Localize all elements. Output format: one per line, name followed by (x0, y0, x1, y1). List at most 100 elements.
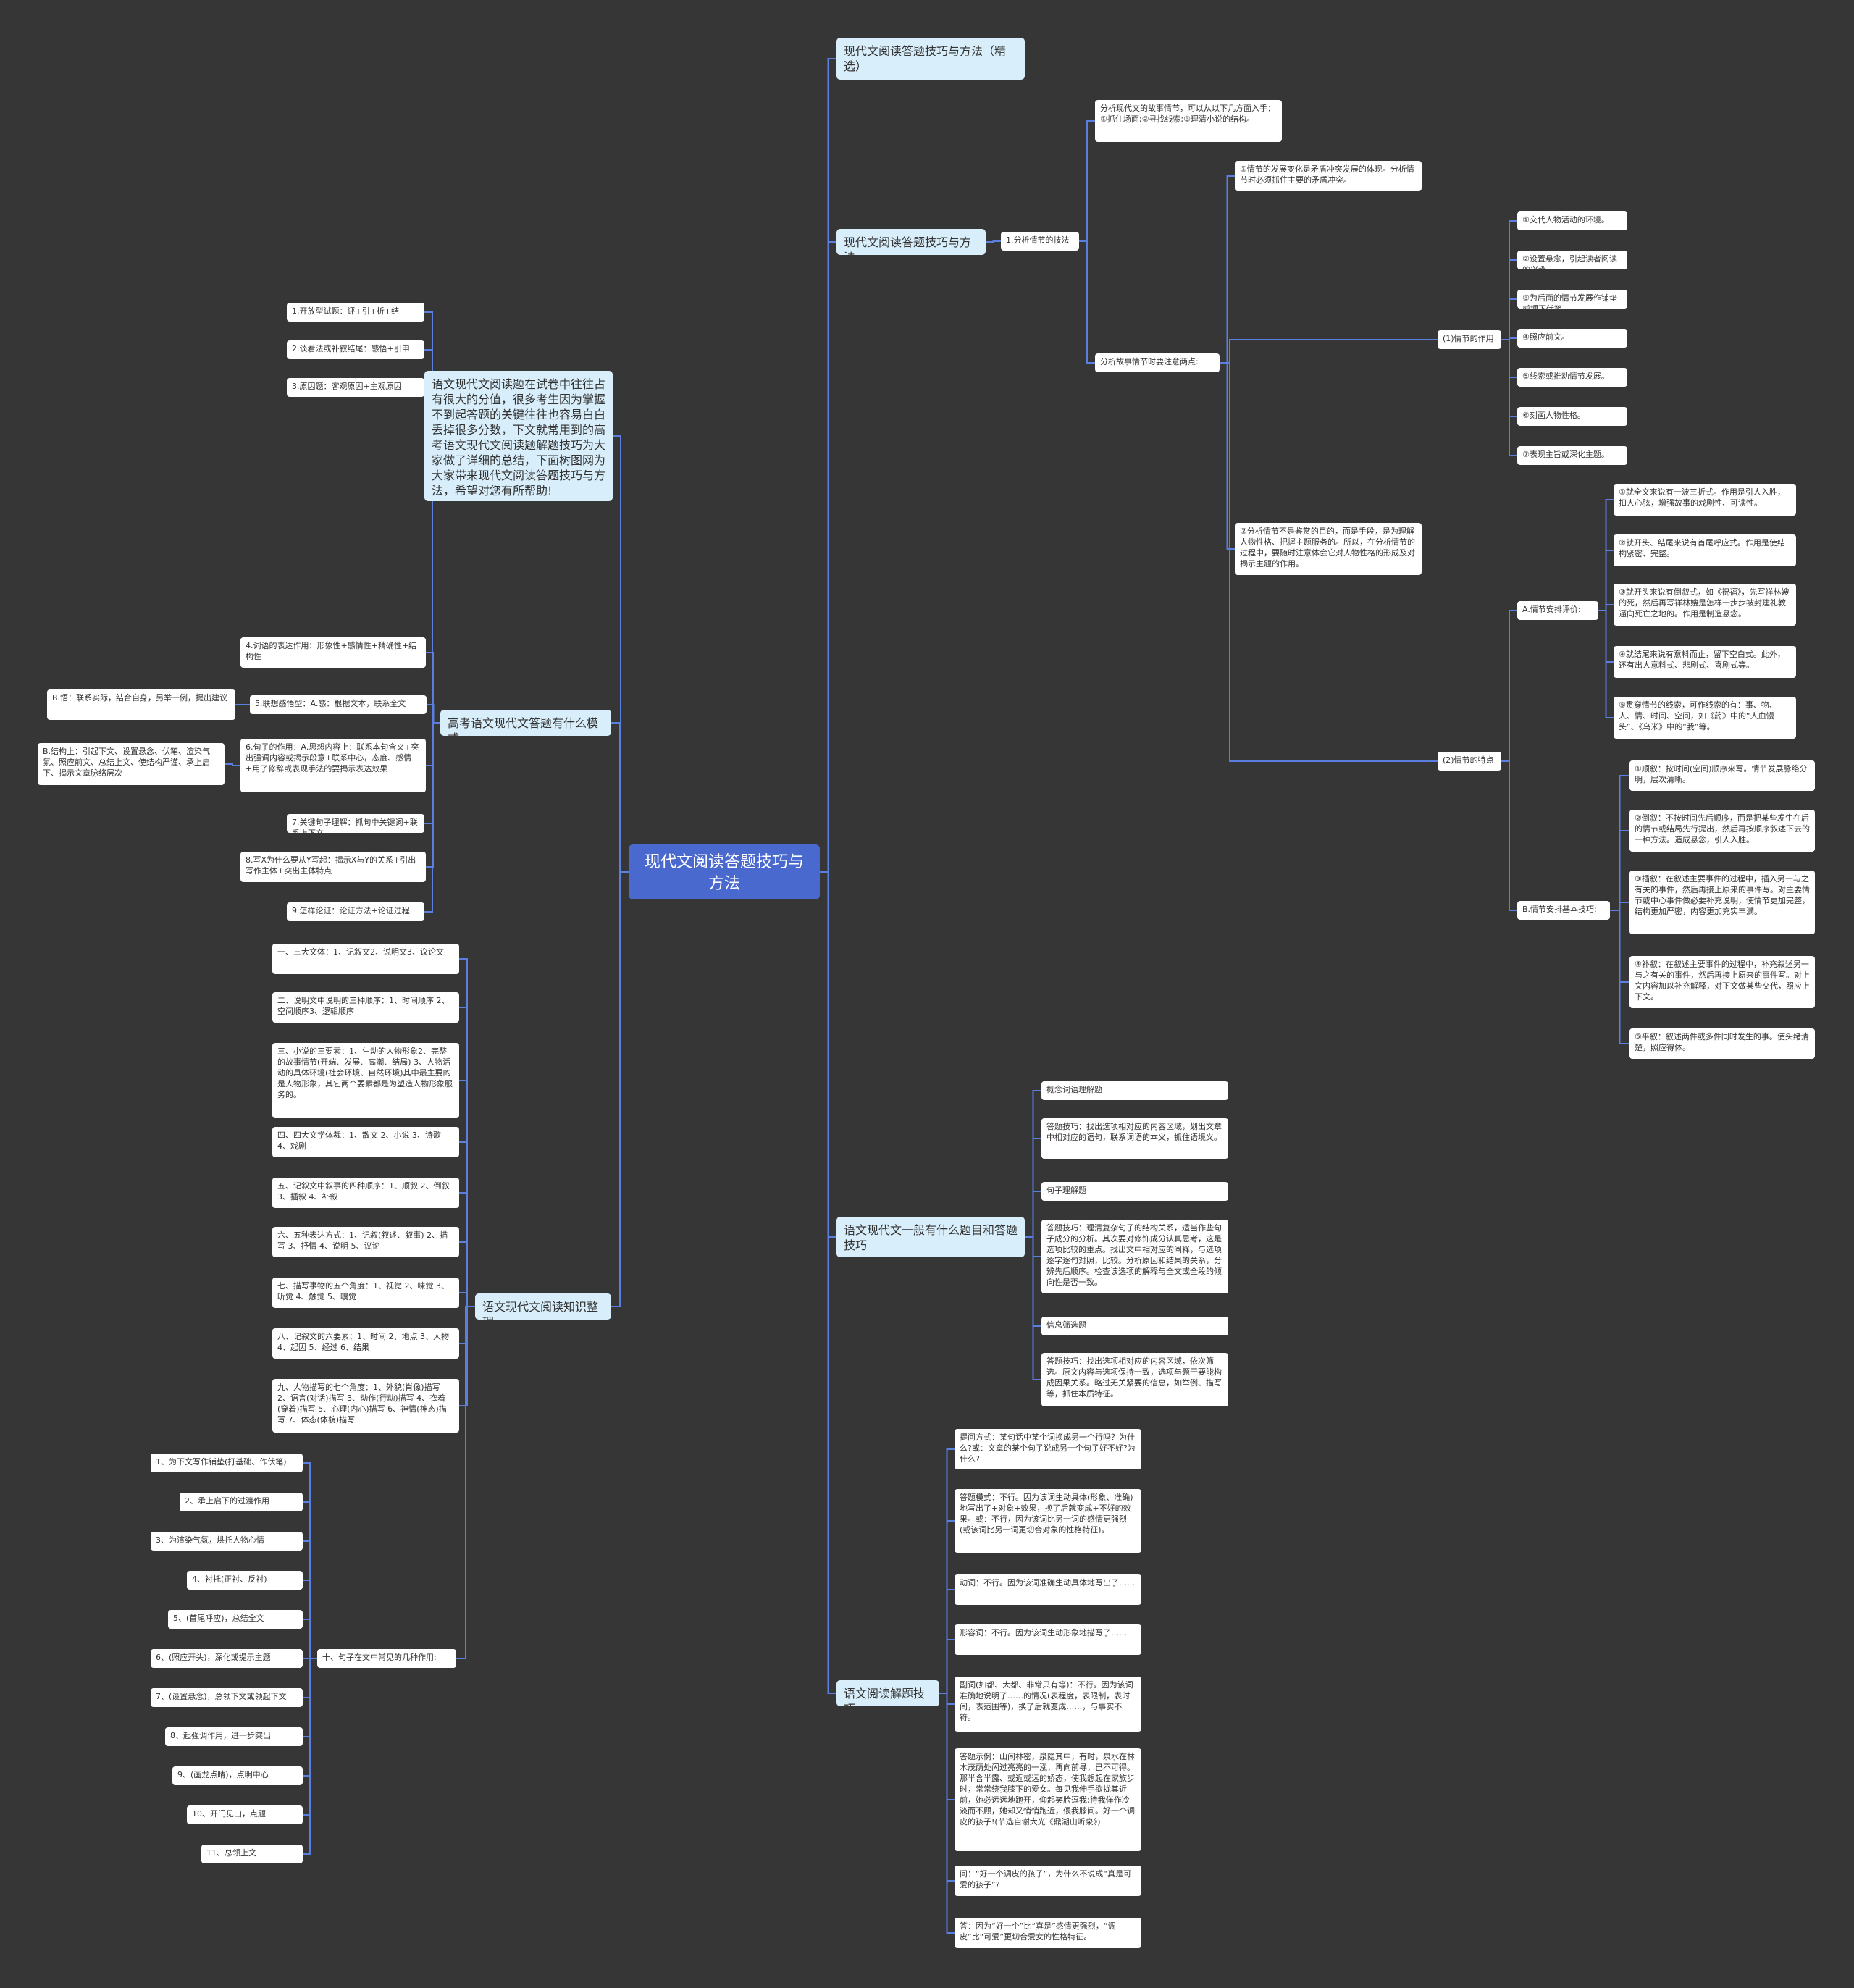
connector (939, 1693, 955, 1934)
zuoyong-item[interactable]: 9、(画龙点睛)，点明中心 (172, 1766, 303, 1785)
jiqiao-item[interactable]: ②倒叙：不按时间先后顺序，而是把某些发生在后的情节或结局先行提出，然后再按顺序叙… (1629, 810, 1815, 852)
branch-dati-moshi[interactable]: 高考语文现代文答题有什么模式 (440, 710, 611, 736)
connector (1501, 298, 1517, 340)
moshi-item[interactable]: 5.联想感悟型：A.感：根据文本，联系全文 (250, 695, 427, 714)
connector (303, 1658, 317, 1855)
zuoyong-item[interactable]: 8、起强调作用，进一步突出 (165, 1727, 303, 1746)
timu-item[interactable]: 答题技巧：找出选项相对应的内容区域，划出文章中相对应的语句，联系词语的本义，抓住… (1041, 1118, 1228, 1159)
jiqiao-item[interactable]: ③插叙：在叙述主要事件的过程中，插入另一与之有关的事件，然后再接上原来的事件写。… (1629, 871, 1815, 934)
moshi-item[interactable]: 1.开放型试题：评+引+析+结 (287, 303, 424, 322)
jiqiao-item[interactable]: ①顺叙：按时间(空间)顺序来写。情节发展脉络分明，层次清晰。 (1629, 760, 1815, 791)
moshi-item[interactable]: 9.怎样论证：论证方法+论证过程 (287, 902, 424, 921)
jieti-item[interactable]: 答题模式：不行。因为该词生动具体(形象、准确)地写出了+对象+效果，换了后就变成… (955, 1489, 1141, 1553)
timu-item[interactable]: 答题技巧：找出选项相对应的内容区域，依次筛选。原文内容与选项保持一致，选项与题干… (1041, 1353, 1228, 1406)
connector (1610, 830, 1629, 911)
branch-jiqiao-fangfa[interactable]: 现代文阅读答题技巧与方法 (836, 229, 986, 255)
node-qingjie-jifa[interactable]: 1.分析情节的技法 (1001, 232, 1079, 251)
pingjia-item[interactable]: ②就开头、结尾来说有首尾呼应式。作用是使结构紧密、完整。 (1614, 534, 1796, 566)
connector (459, 1292, 475, 1307)
role-item[interactable]: ⑦表现主旨或深化主题。 (1517, 446, 1627, 465)
zhishi-item[interactable]: 四、四大文学体裁：1、散文 2、小说 3、诗歌 4、戏剧 (272, 1127, 459, 1157)
zuoyong-item[interactable]: 2、承上启下的过渡作用 (180, 1493, 303, 1511)
node-zhuyi-liangdian[interactable]: 分析故事情节时要注意两点: (1095, 353, 1220, 372)
node-anpai-pingjia[interactable]: A.情节安排评价: (1517, 601, 1598, 620)
timu-item[interactable]: 概念词语理解题 (1041, 1081, 1228, 1100)
timu-item[interactable]: 句子理解题 (1041, 1182, 1228, 1201)
role-item[interactable]: ①交代人物活动的环境。 (1517, 211, 1627, 230)
timu-item[interactable]: 信息筛选题 (1041, 1317, 1228, 1335)
connector (611, 871, 629, 1307)
branch-jingxuan[interactable]: 现代文阅读答题技巧与方法（精选） (836, 38, 1025, 80)
zuoyong-item[interactable]: 4、衬托(正衬、反衬) (187, 1571, 303, 1590)
jieti-item[interactable]: 副词(如都、大都、非常只有等)：不行。因为该词准确地说明了……的情况(表程度，表… (955, 1677, 1141, 1732)
zhishi-item[interactable]: 七、描写事物的五个角度：1、视觉 2、味觉 3、听觉 4、触觉 5、嗅觉 (272, 1278, 459, 1308)
pingjia-item[interactable]: ⑤贯穿情节的线索，可作线索的有：事、物、人、情、时间、空间，如《药》中的“人血馒… (1614, 697, 1796, 739)
role-item[interactable]: ④照应前文。 (1517, 329, 1627, 348)
pingjia-item[interactable]: ④就结尾来说有意料而止，留下空白式。此外，还有出人意料式、悲剧式、喜剧式等。 (1614, 646, 1796, 678)
role-item[interactable]: ⑤线索或推动情节发展。 (1517, 368, 1627, 387)
connector (820, 241, 836, 873)
root-topic[interactable]: 现代文阅读答题技巧与方法 (629, 844, 820, 899)
zuoyong-item[interactable]: 10、开门见山，点题 (187, 1805, 303, 1824)
node-anpai-jiqiao[interactable]: B.情节安排基本技巧: (1517, 901, 1610, 920)
pingjia-item[interactable]: ①就全文来说有一波三折式。作用是引人入胜，扣人心弦，增强故事的戏剧性、可读性。 (1614, 484, 1796, 516)
connector (303, 1619, 317, 1659)
branch-zhishi-zhengli[interactable]: 语文现代文阅读知识整理 (475, 1293, 611, 1320)
connector (1610, 910, 1629, 1044)
connector (424, 722, 440, 913)
node-fenxi-fangmian[interactable]: 分析现代文的故事情节，可以从以下几方面入手：①抓住场面;②寻找线索;③理清小说的… (1095, 100, 1282, 142)
connector (456, 1306, 475, 1659)
branch-timu-jiqiao[interactable]: 语文现代文一般有什么题目和答题技巧 (836, 1217, 1025, 1257)
moshi-item[interactable]: 3.原因题：客观原因+主观原因 (287, 378, 424, 397)
node-point-1[interactable]: ①情节的发展变化是矛盾冲突发展的体现。分析情节时必须抓住主要的矛盾冲突。 (1235, 161, 1422, 191)
zhishi-item[interactable]: 三、小说的三要素：1、生动的人物形象2、完整的故事情节(开端、发展、高潮、结局)… (272, 1043, 459, 1118)
pingjia-item[interactable]: ③就开头来说有倒叙式，如《祝福》，先写祥林嫂的死，然后再写祥林嫂是怎样一步步被封… (1614, 584, 1796, 626)
jiqiao-item[interactable]: ⑤平叙：叙述两件或多件同时发生的事。使头绪清楚，照应得体。 (1629, 1028, 1815, 1059)
connector (1598, 604, 1614, 611)
jieti-item[interactable]: 问：“好一个调皮的孩子”，为什么不说成“真是可爱的孩子”? (955, 1866, 1141, 1896)
jieti-item[interactable]: 提问方式：某句话中某个词换成另一个行吗？为什么?或：文章的某个句子说成另一个句子… (955, 1429, 1141, 1469)
node-jiegou-shang[interactable]: B.结构上：引起下文、设置悬念、伏笔、渲染气氛、照应前文、总结上文、使结构严谨、… (38, 743, 225, 785)
zhishi-item[interactable]: 九、人物描写的七个角度：1、外貌(肖像)描写 2、语言(对话)描写 3、动作(行… (272, 1379, 459, 1433)
connector (1598, 610, 1614, 718)
zuoyong-item[interactable]: 3、为渲染气氛，烘托人物心情 (151, 1532, 303, 1551)
role-item[interactable]: ②设置悬念，引起读者阅读的兴趣。 (1517, 251, 1627, 269)
zuoyong-item[interactable]: 7、(设置悬念)，总领下文或领起下文 (151, 1688, 303, 1707)
moshi-item[interactable]: 7.关键句子理解：抓句中关键词+联系上下文 (287, 814, 424, 833)
jieti-item[interactable]: 动词：不行。因为该词准确生动具体地写出了…… (955, 1574, 1141, 1605)
jiqiao-item[interactable]: ④补叙：在叙述主要事件的过程中，补充叙述另一与之有关的事件，然后再接上原来的事件… (1629, 956, 1815, 1008)
connector (1079, 120, 1095, 242)
jieti-item[interactable]: 形容词：不行。因为该词生动形象地描写了…… (955, 1624, 1141, 1655)
moshi-item[interactable]: 4.词语的表达作用：形象性+感情性+精确性+结构性 (240, 637, 426, 668)
zhishi-item[interactable]: 十、句子在文中常见的几种作用: (317, 1649, 456, 1668)
zuoyong-item[interactable]: 1、为下文写作铺垫(打基础、作伏笔) (151, 1454, 303, 1472)
zhishi-item[interactable]: 六、五种表达方式：1、记叙(叙述、叙事) 2、描写 3、抒情 4、说明 5、议论 (272, 1227, 459, 1257)
role-item[interactable]: ③为后面的情节发展作铺垫或埋下伏笔。 (1517, 290, 1627, 309)
node-qingjie-tedian[interactable]: (2)情节的特点 (1438, 752, 1501, 771)
timu-item[interactable]: 答题技巧：理清复杂句子的结构关系，适当作些句子成分的分析。其次要对修饰成分认真思… (1041, 1220, 1228, 1293)
zuoyong-item[interactable]: 11、总领上文 (201, 1845, 303, 1863)
zhishi-item[interactable]: 一、三大文体：1、记叙文2、说明文3、议论文 (272, 944, 459, 974)
moshi-item[interactable]: 6.句子的作用：A.思想内容上：联系本句含义+突出强调内容或揭示段意+联系中心，… (240, 739, 426, 792)
role-item[interactable]: ⑥刻画人物性格。 (1517, 407, 1627, 426)
connector (1220, 362, 1438, 762)
zhishi-item[interactable]: 五、记叙文中叙事的四种顺序：1、顺叙 2、倒叙 3、插叙 4、补叙 (272, 1178, 459, 1208)
zuoyong-item[interactable]: 5、(首尾呼应)，总结全文 (168, 1610, 303, 1629)
zuoyong-item[interactable]: 6、(照应开头)，深化或提示主题 (151, 1649, 303, 1668)
zhishi-item[interactable]: 二、说明文中说明的三种顺序：1、时间顺序 2、空间顺序3、逻辑顺序 (272, 992, 459, 1023)
moshi-item[interactable]: 2.谈看法或补叙结尾：感悟+引申 (287, 340, 424, 359)
connector (1610, 902, 1629, 911)
jieti-item[interactable]: 答题示例：山间林密，泉隐其中，有时，泉水在林木茂荫处闪过亮亮的一泓，再向前寻，已… (955, 1748, 1141, 1851)
connector (1501, 760, 1517, 911)
jieti-item[interactable]: 答：因为“好一个”比“真是”感情更强烈，“调皮”比“可爱”更切合爱女的性格特征。 (955, 1918, 1141, 1948)
connector (820, 871, 836, 1694)
connector (225, 763, 240, 766)
moshi-item[interactable]: 8.写X为什么要从Y写起：揭示X与Y的关系+引出写作主体+突出主体特点 (240, 852, 426, 882)
zhishi-item[interactable]: 八、记叙文的六要素：1、时间 2、地点 3、人物 4、起因 5、经过 6、结果 (272, 1328, 459, 1359)
node-wu-lianxi[interactable]: B.悟：联系实际，结合自身，另举一例，提出建议 (47, 689, 235, 720)
node-point-2[interactable]: ②分析情节不是鉴赏的目的，而是手段，是为理解人物性格、把握主题服务的。所以，在分… (1235, 523, 1422, 575)
node-qingjie-zuoyong[interactable]: (1)情节的作用 (1438, 330, 1501, 349)
branch-jieti-jiqiao[interactable]: 语文阅读解题技巧 (836, 1680, 939, 1706)
intro-text[interactable]: 语文现代文阅读题在试卷中往往占有很大的分值，很多考生因为掌握不到起答题的关键往往… (424, 371, 613, 501)
